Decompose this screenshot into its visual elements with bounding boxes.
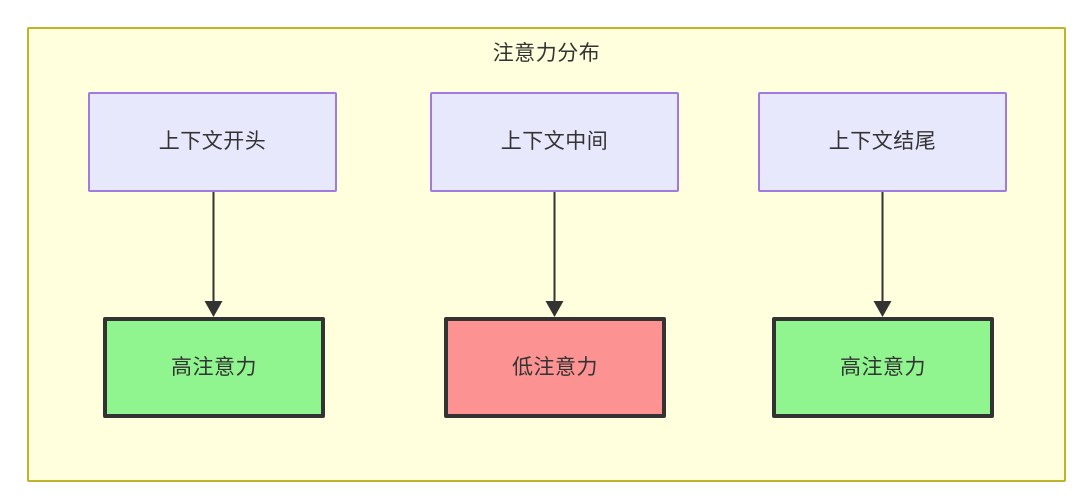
node-high-attention-start[interactable]: 高注意力 [103,317,325,418]
node-context-end[interactable]: 上下文结尾 [758,92,1007,192]
node-high-attention-end-label: 高注意力 [840,355,926,379]
cluster-title: 注意力分布 [492,42,601,65]
node-context-end-label: 上下文结尾 [828,130,937,153]
node-context-start-label: 上下文开头 [158,130,267,153]
node-low-attention-middle[interactable]: 低注意力 [444,317,666,418]
node-context-middle[interactable]: 上下文中间 [430,92,679,192]
node-high-attention-end[interactable]: 高注意力 [772,317,994,418]
node-context-middle-label: 上下文中间 [500,130,609,153]
node-low-attention-middle-label: 低注意力 [512,355,598,379]
node-high-attention-start-label: 高注意力 [171,355,257,379]
node-context-start[interactable]: 上下文开头 [88,92,337,192]
